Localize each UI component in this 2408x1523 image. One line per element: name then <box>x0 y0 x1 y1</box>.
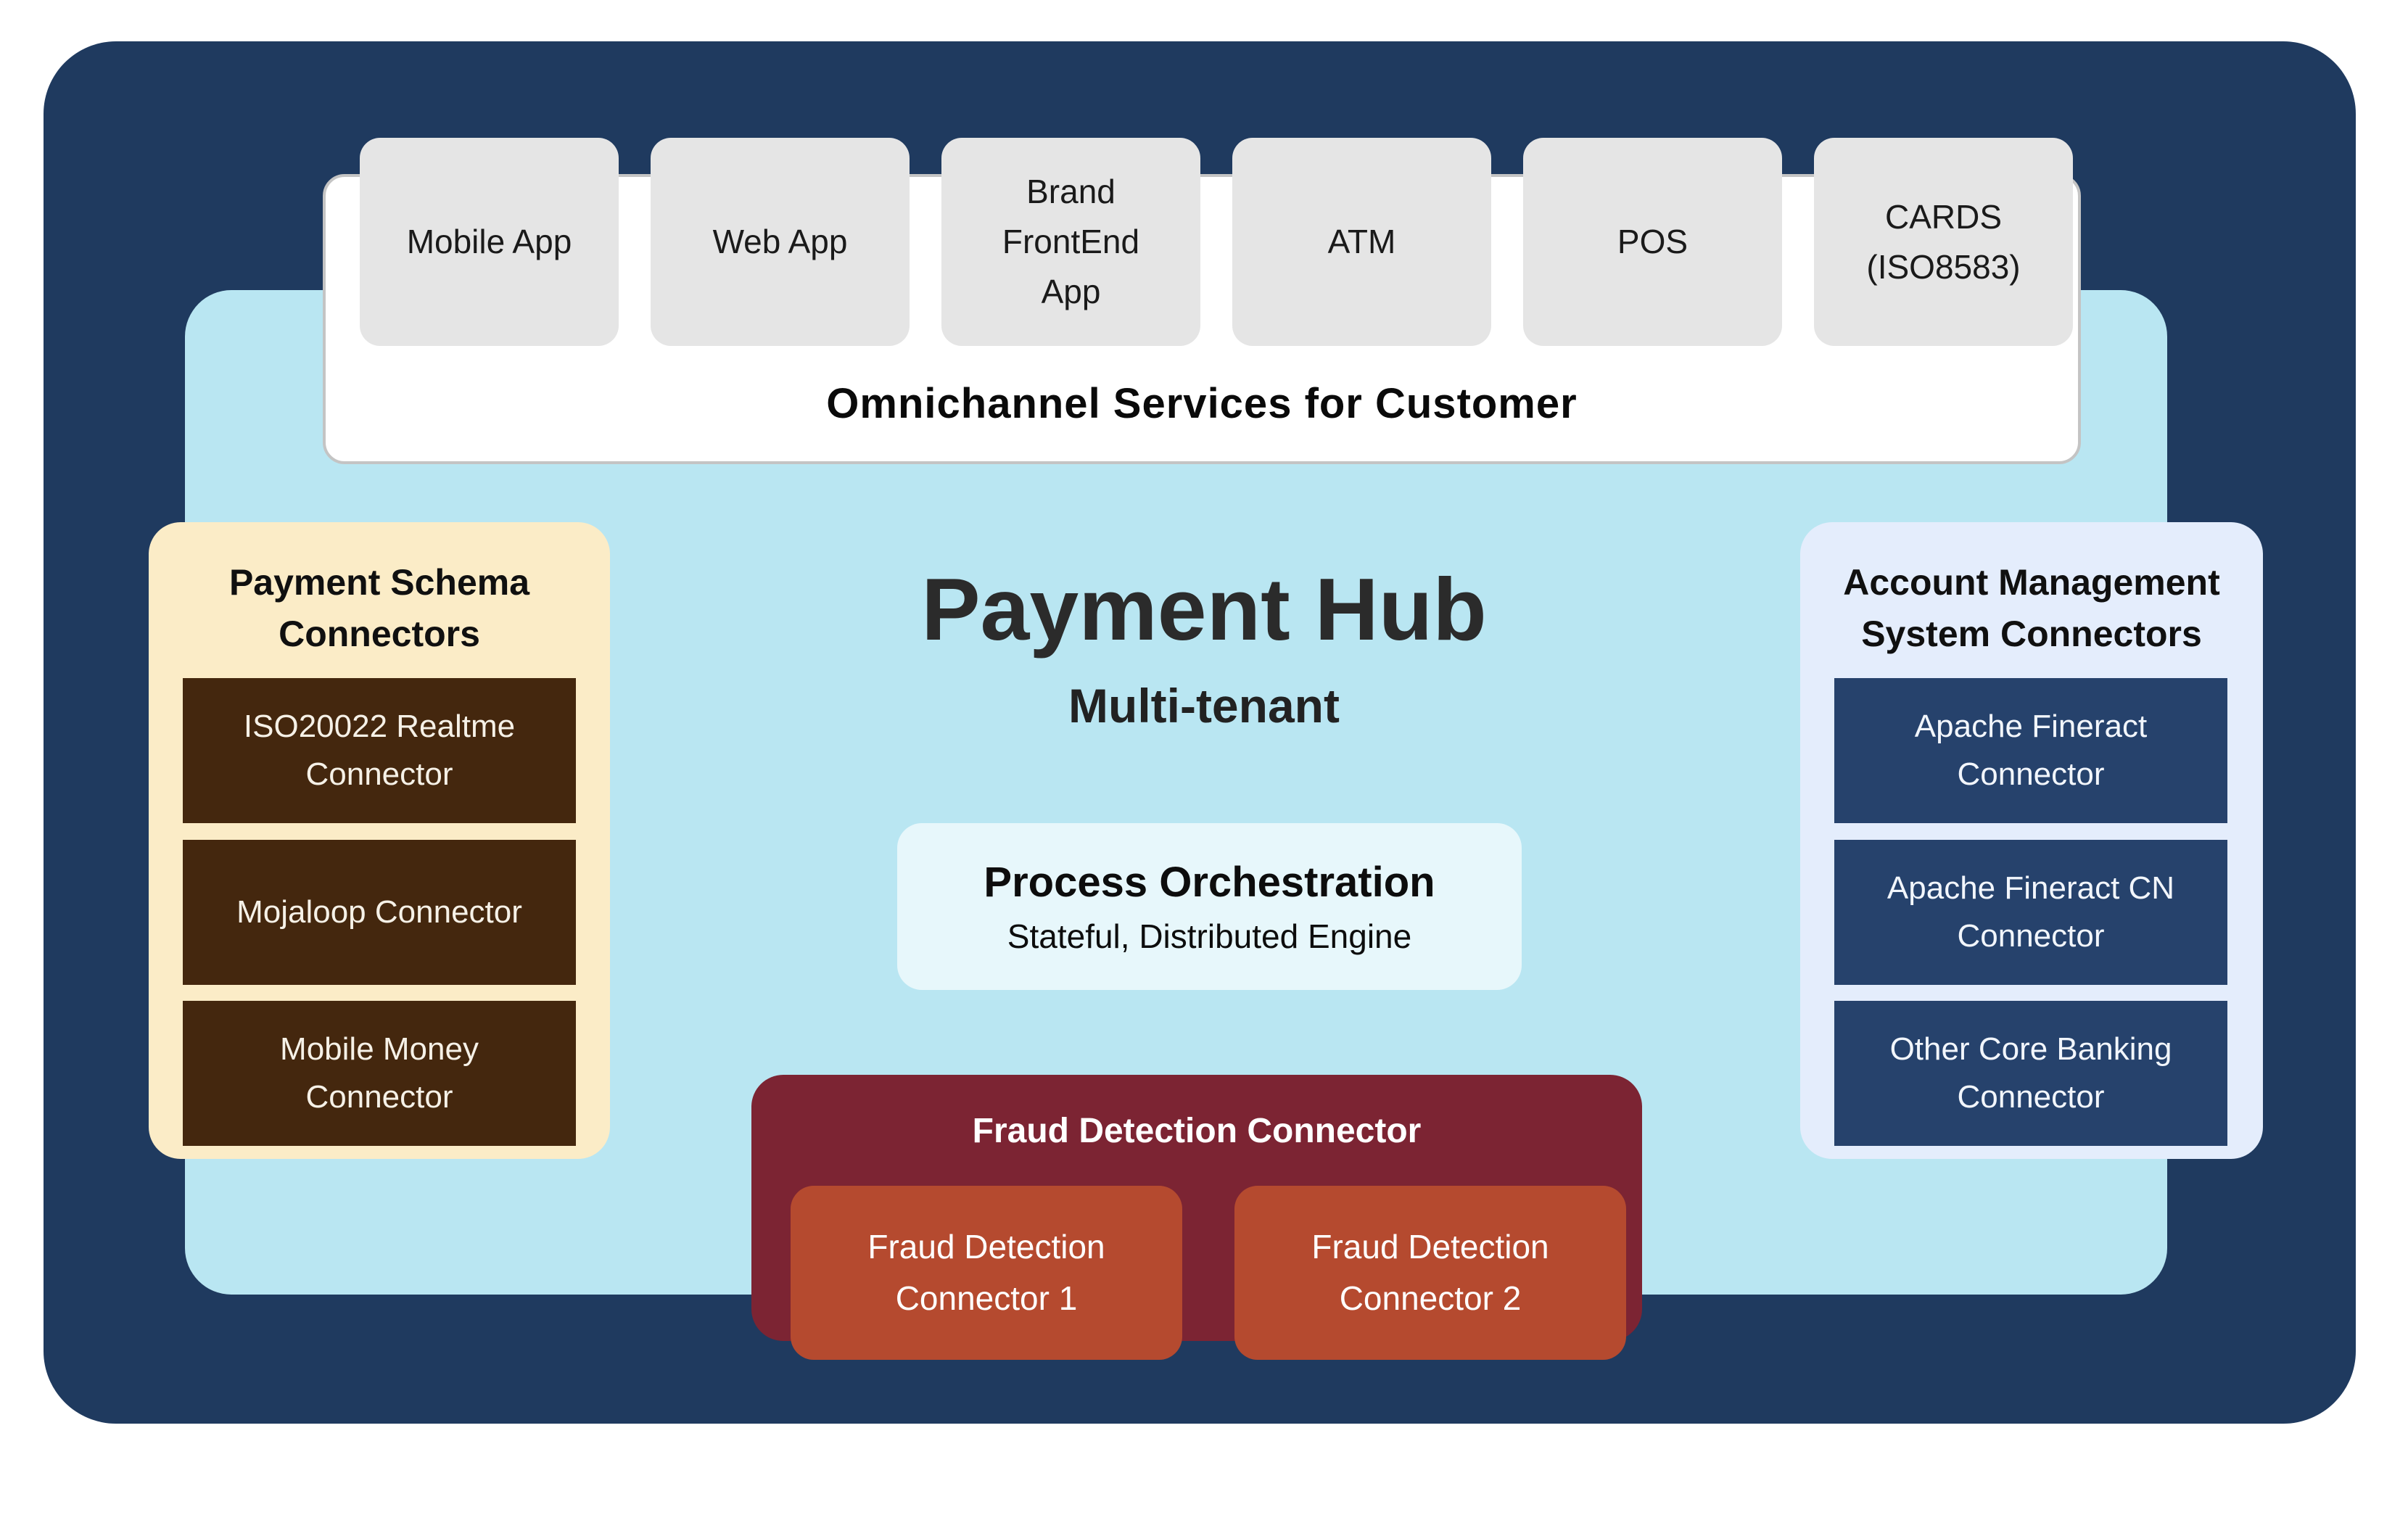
fraud-detection-connector-2-box: Fraud Detection Connector 2 <box>1234 1186 1626 1360</box>
channel-box-atm: ATM <box>1232 138 1491 346</box>
payment-hub-subtitle: Multi-tenant <box>1068 679 1340 732</box>
channel-box-web-app: Web App <box>651 138 910 346</box>
connector-box-mobile-money: Mobile Money Connector <box>183 1001 576 1146</box>
payment-hub-title: Payment Hub <box>921 560 1487 659</box>
channel-box-cards-iso8583: CARDS (ISO8583) <box>1814 138 2073 346</box>
fraud-detection-title: Fraud Detection Connector <box>972 1112 1422 1150</box>
process-orchestration-subtitle: Stateful, Distributed Engine <box>1007 917 1412 955</box>
process-orchestration-box: Process Orchestration Stateful, Distribu… <box>897 823 1522 990</box>
account-management-connectors-panel: Account Management System Connectors Apa… <box>1800 522 2263 1159</box>
omnichannel-title: Omnichannel Services for Customer <box>826 380 1578 427</box>
channel-box-brand-frontend-app: Brand FrontEnd App <box>941 138 1200 346</box>
connector-box-apache-fineract: Apache Fineract Connector <box>1834 678 2227 823</box>
connector-box-mojaloop: Mojaloop Connector <box>183 840 576 985</box>
payment-schema-connectors-panel: Payment Schema Connectors ISO20022 Realt… <box>149 522 610 1159</box>
channel-box-mobile-app: Mobile App <box>360 138 619 346</box>
process-orchestration-title: Process Orchestration <box>984 858 1435 906</box>
channel-row: Mobile App Web App Brand FrontEnd App AT… <box>360 138 2073 346</box>
connector-box-apache-fineract-cn: Apache Fineract CN Connector <box>1834 840 2227 985</box>
account-management-connectors-title: Account Management System Connectors <box>1843 562 2220 654</box>
connector-box-other-core-banking: Other Core Banking Connector <box>1834 1001 2227 1146</box>
payment-schema-connectors-title: Payment Schema Connectors <box>228 562 530 654</box>
channel-box-pos: POS <box>1523 138 1782 346</box>
fraud-detection-connector-1-box: Fraud Detection Connector 1 <box>791 1186 1182 1360</box>
connector-box-iso20022-realtme: ISO20022 Realtme Connector <box>183 678 576 823</box>
